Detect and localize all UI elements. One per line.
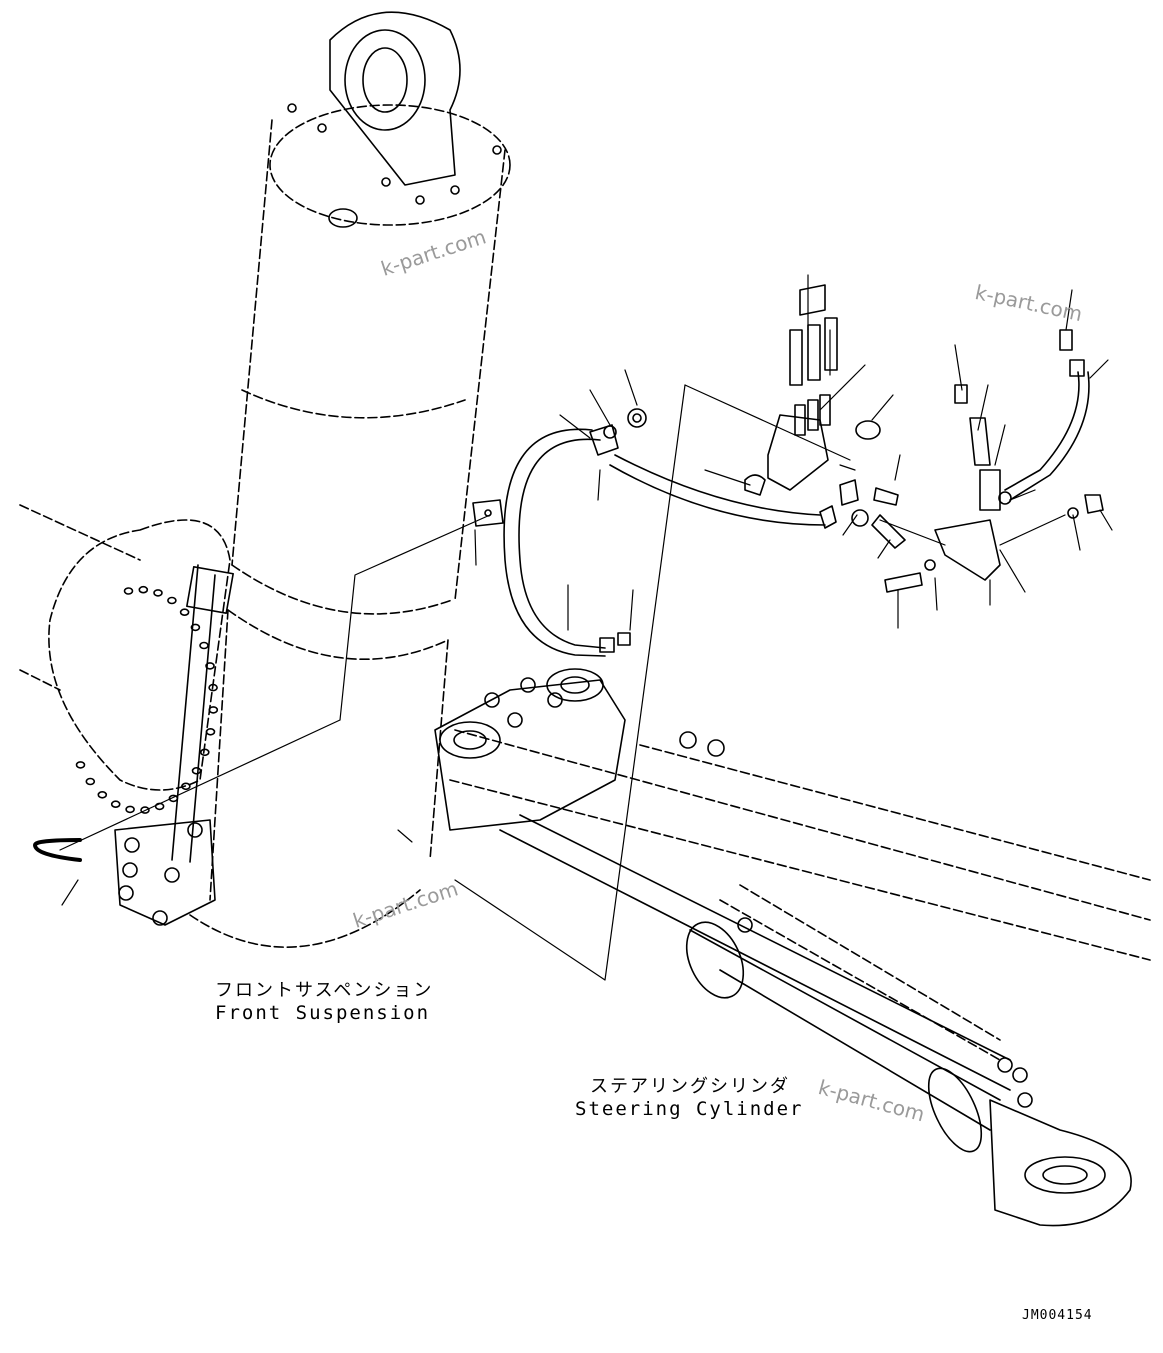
flange-bolt-hole [208, 706, 219, 714]
flange-bolt-hole [97, 790, 108, 799]
flange-bolt-hole [110, 800, 121, 809]
long-hose [503, 428, 837, 657]
flange-bolt-hole [153, 589, 163, 597]
flange-bolt-hole [190, 623, 201, 632]
cylinder-top-eye [287, 11, 502, 228]
right-hose [954, 329, 1090, 501]
front-suspension-label-jp: フロントサスペンション [215, 980, 434, 1001]
flange-bolt-hole [208, 683, 218, 692]
steering-cylinder [499, 814, 1132, 1227]
flange-bolt-hole [123, 587, 134, 595]
suspension-cylinder [19, 104, 1151, 961]
front-suspension-label-en: Front Suspension [215, 1002, 431, 1024]
axle-flange [48, 519, 231, 814]
steering-cylinder-label-en: Steering Cylinder [575, 1098, 804, 1120]
drawing-number: JM004154 [1022, 1308, 1093, 1323]
valve-block [603, 284, 1104, 593]
flange-bolt-hole [181, 782, 191, 791]
flange-bolt-hole [167, 596, 177, 605]
flange-bolt-hole [85, 777, 96, 786]
clamps [33, 424, 619, 862]
steering-cylinder-label-jp: ステアリングシリンダ [590, 1076, 790, 1097]
flange-bolt-hole [125, 805, 135, 814]
flange-bolt-hole [179, 608, 190, 617]
suspension-strut [114, 564, 234, 926]
flange-bolt-hole [75, 761, 86, 769]
flange-bolt-hole [205, 727, 216, 736]
flange-bolt-hole [138, 585, 149, 594]
flange-bolt-hole [140, 806, 150, 814]
flange-bolt-hole [191, 766, 202, 775]
leader-lines [59, 274, 1113, 981]
flange-bolt-hole [205, 662, 215, 670]
flange-bolt-hole [199, 641, 209, 650]
axle-housing [434, 668, 725, 831]
flange-bolt-hole [200, 748, 210, 757]
